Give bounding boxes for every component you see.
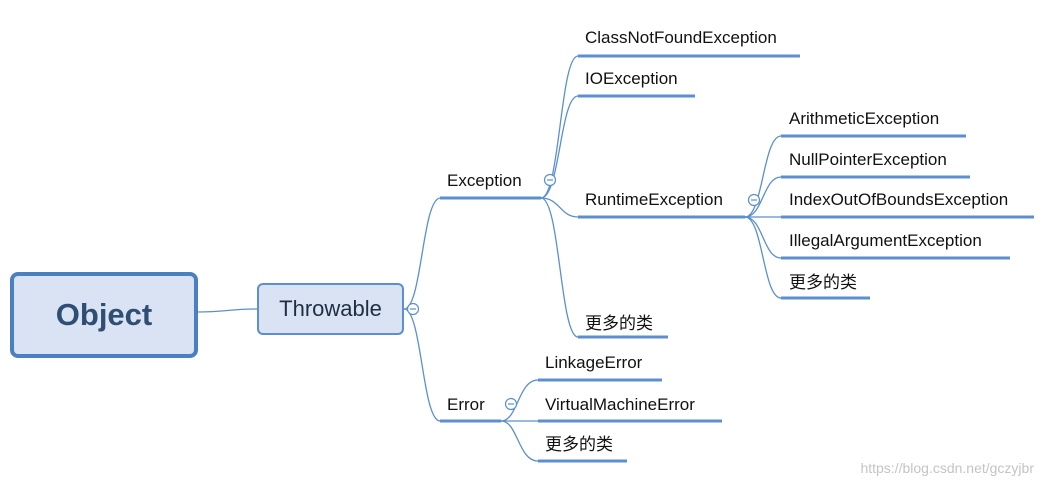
collapse-toggle-runtime[interactable]: [747, 193, 761, 207]
connector-runtime-illegalarg: [744, 216, 782, 259]
connector-throwable-error: [403, 308, 441, 422]
collapse-toggle-throwable[interactable]: [406, 302, 420, 316]
node-runtime-more[interactable]: 更多的类: [789, 273, 857, 292]
node-illegalargumentexception[interactable]: IllegalArgumentException: [789, 231, 982, 250]
connector-runtime-nullpointer: [744, 176, 782, 218]
node-runtimeexception[interactable]: RuntimeException: [585, 190, 723, 209]
node-error-more[interactable]: 更多的类: [545, 435, 613, 454]
node-linkageerror[interactable]: LinkageError: [545, 353, 643, 372]
connector-runtime-arithmetic: [744, 135, 782, 218]
node-classnotfoundexception[interactable]: ClassNotFoundException: [585, 28, 777, 47]
connector-exception-more: [540, 197, 579, 338]
node-throwable[interactable]: Throwable: [257, 283, 404, 335]
node-arithmeticexception[interactable]: ArithmeticException: [789, 109, 939, 128]
node-throwable-label: Throwable: [279, 296, 382, 321]
connector-error-linkage: [500, 379, 539, 422]
node-exception[interactable]: Exception: [447, 171, 522, 190]
connector-throwable-exception: [403, 197, 441, 310]
underlines: [440, 54, 1034, 463]
node-ioexception[interactable]: IOException: [585, 69, 678, 88]
connector-exception-classnotfound: [540, 55, 579, 199]
node-virtualmachineerror[interactable]: VirtualMachineError: [545, 395, 695, 414]
node-exception-more[interactable]: 更多的类: [585, 314, 653, 333]
connector-exception-io: [540, 95, 579, 199]
connector-exception-runtime: [540, 197, 579, 218]
connector-error-more: [500, 420, 539, 462]
node-object[interactable]: Object: [10, 272, 198, 358]
node-object-label: Object: [55, 297, 153, 332]
connector-object-throwable: [197, 308, 258, 313]
connector-runtime-more: [744, 216, 782, 299]
collapse-toggle-error[interactable]: [504, 397, 518, 411]
node-error[interactable]: Error: [447, 395, 485, 414]
watermark: https://blog.csdn.net/gczyjbr: [860, 460, 1034, 476]
node-indexoutofboundsexception[interactable]: IndexOutOfBoundsException: [789, 190, 1008, 209]
node-nullpointerexception[interactable]: NullPointerException: [789, 150, 947, 169]
collapse-toggle-exception[interactable]: [543, 173, 557, 187]
